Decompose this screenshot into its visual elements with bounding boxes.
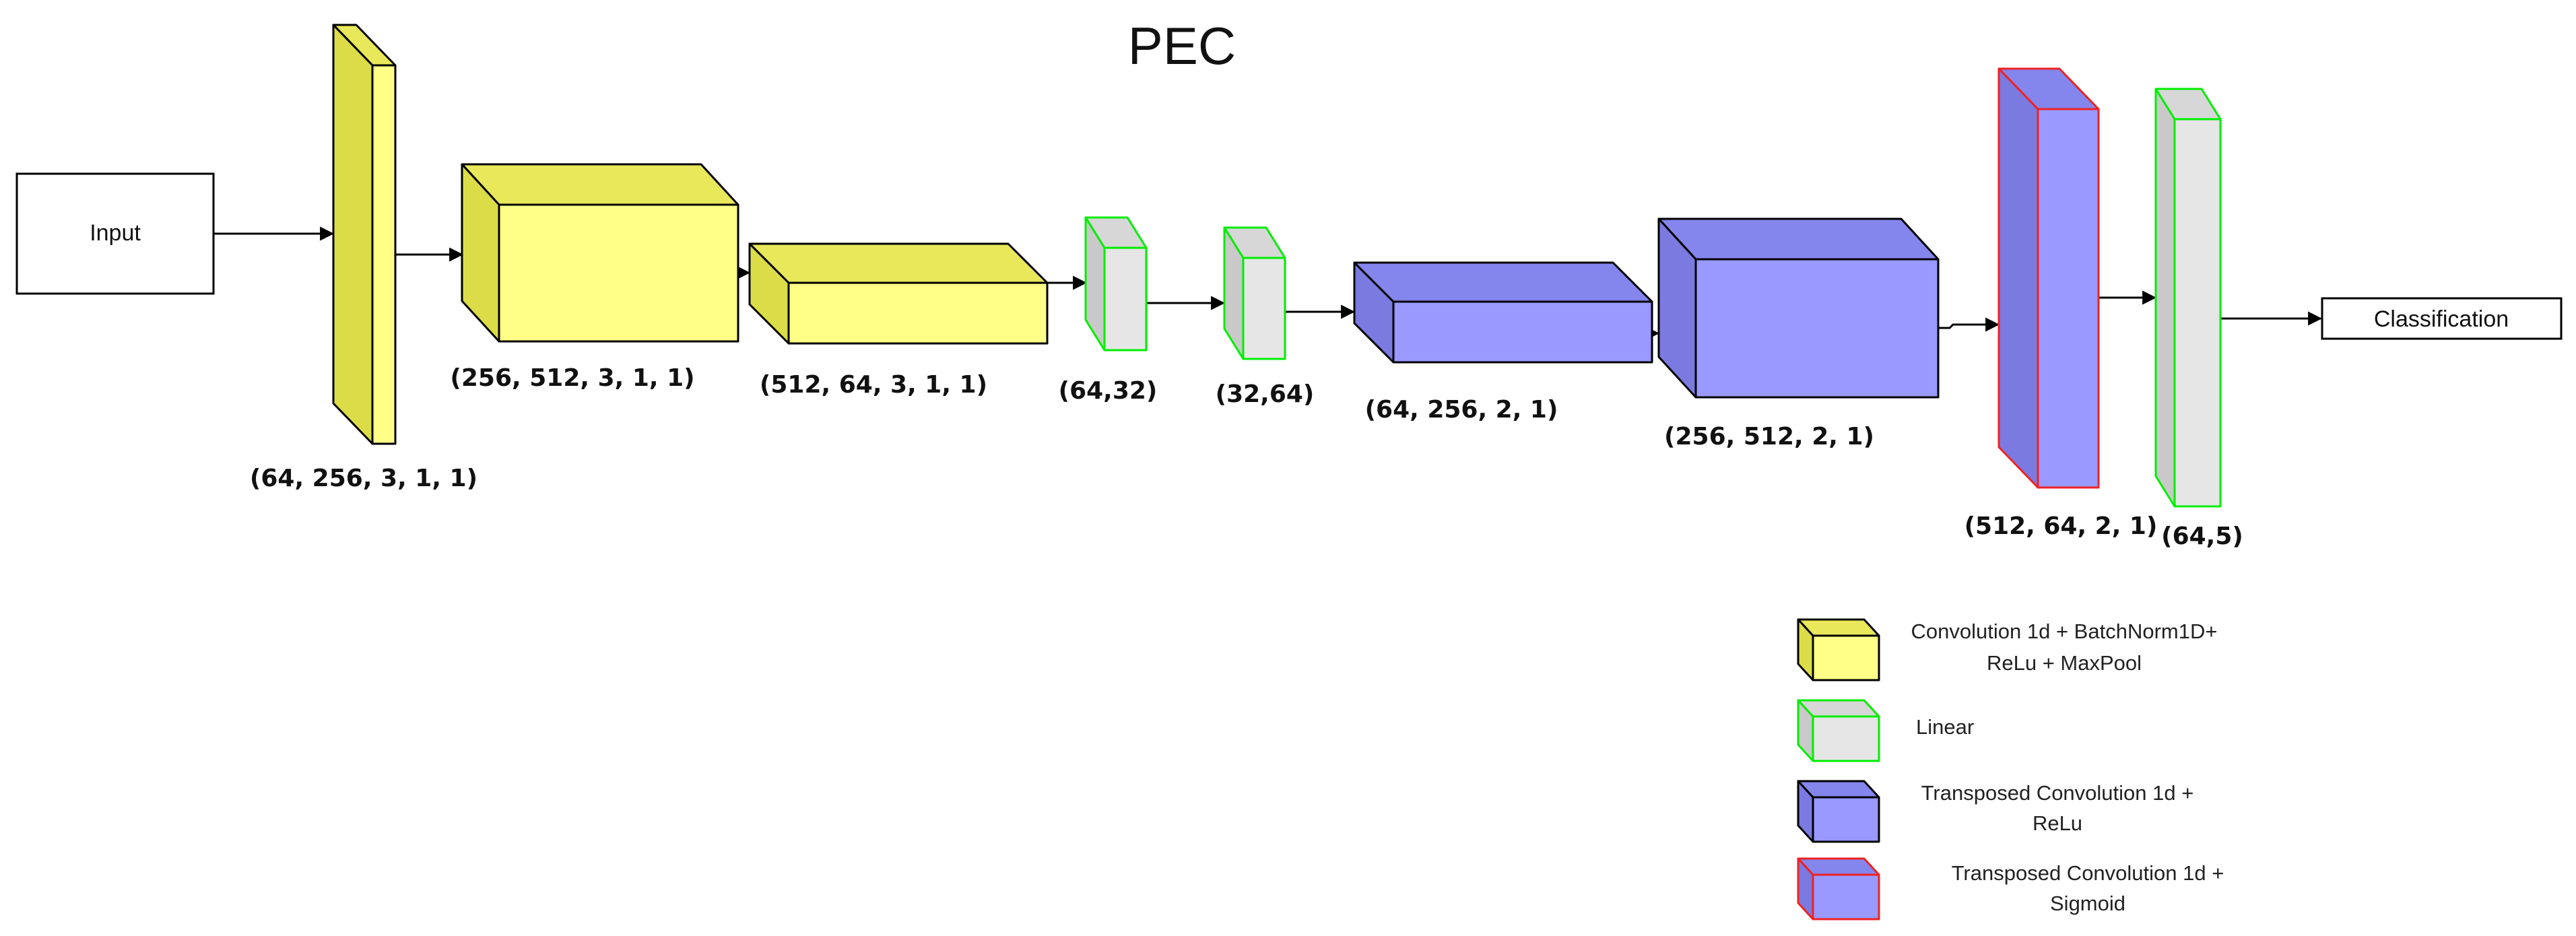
layer-blocks [332, 24, 2222, 508]
layer-label-4: (64,32) [1059, 377, 1158, 405]
layer-label-2: (256, 512, 3, 1, 1) [450, 364, 694, 392]
input-label: Input [90, 220, 141, 246]
layer-block-8 [1997, 67, 2100, 489]
layer-block-2 [461, 163, 739, 343]
layer-label-6: (64, 256, 2, 1) [1365, 396, 1558, 424]
output-label: Classification [2374, 306, 2509, 332]
layer-label-3: (512, 64, 3, 1, 1) [760, 371, 987, 399]
layer-block-1 [332, 24, 397, 445]
legend-icon-linear [1797, 699, 1880, 762]
diagram-title: PEC [1128, 16, 1236, 75]
legend-icon-sigmoid [1797, 857, 1880, 921]
layer-labels: (64, 256, 3, 1, 1) (256, 512, 3, 1, 1) (… [250, 364, 2243, 550]
legend-sigmoid-line2: Sigmoid [2050, 892, 2125, 915]
layer-block-3 [748, 242, 1049, 345]
layer-label-9: (64,5) [2161, 523, 2243, 550]
layer-block-9 [2154, 88, 2222, 508]
legend-conv-line2: ReLu + MaxPool [1987, 651, 2142, 675]
output-node: Classification [2321, 297, 2563, 340]
legend: Convolution 1d + BatchNorm1D+ ReLu + Max… [1797, 618, 2224, 921]
legend-transposed-line1: Transposed Convolution 1d + [1921, 781, 2194, 805]
layer-label-8: (512, 64, 2, 1) [1964, 512, 2158, 540]
legend-sigmoid-line1: Transposed Convolution 1d + [1952, 861, 2224, 885]
layer-block-5 [1223, 226, 1286, 360]
legend-conv-line1: Convolution 1d + BatchNorm1D+ [1911, 620, 2218, 643]
input-node: Input [15, 172, 215, 295]
layer-label-1: (64, 256, 3, 1, 1) [250, 465, 477, 492]
layer-label-5: (32,64) [1216, 380, 1315, 408]
legend-icon-transposed [1797, 780, 1880, 843]
layer-label-7: (256, 512, 2, 1) [1664, 423, 1874, 450]
layer-block-6 [1353, 261, 1653, 364]
legend-icon-conv [1797, 618, 1880, 681]
layer-block-7 [1657, 218, 1940, 399]
layer-block-4 [1084, 216, 1148, 352]
legend-linear-line1: Linear [1916, 715, 1974, 739]
legend-icons [1797, 618, 1880, 921]
legend-transposed-line2: ReLu [2033, 811, 2082, 835]
